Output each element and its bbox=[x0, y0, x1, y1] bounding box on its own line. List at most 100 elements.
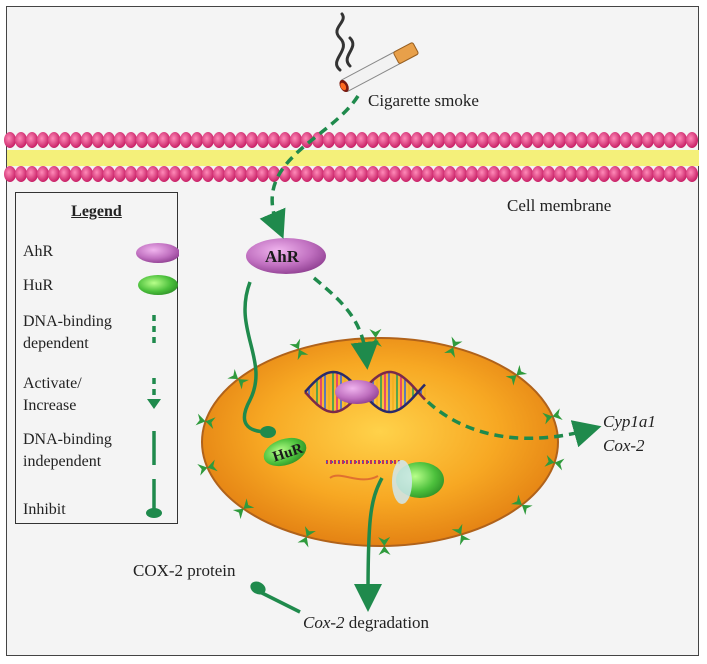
lipid-head bbox=[180, 166, 192, 182]
lipid-head bbox=[532, 132, 544, 148]
lipid-head bbox=[675, 166, 687, 182]
mrna-ribosome bbox=[326, 460, 444, 504]
legend-hur-symbol bbox=[138, 275, 178, 295]
lipid-head bbox=[367, 166, 379, 182]
lipid-head bbox=[268, 166, 280, 182]
lipid-head bbox=[301, 132, 313, 148]
lipid-head bbox=[455, 132, 467, 148]
legend-symbols bbox=[136, 243, 179, 518]
lipid-head bbox=[653, 132, 665, 148]
legend-activate-line1: Activate/ bbox=[23, 375, 82, 392]
lipid-head bbox=[213, 166, 225, 182]
inhibit-cap bbox=[250, 581, 266, 595]
legend-activate-line2: Increase bbox=[23, 397, 77, 414]
lipid-head bbox=[290, 166, 302, 182]
nuclear-pore bbox=[444, 336, 463, 358]
nuclear-pore bbox=[195, 413, 216, 430]
lipid-head bbox=[576, 166, 588, 182]
nuclear-pore bbox=[542, 408, 563, 425]
cox2-degradation-label: Cox-2 degradation bbox=[303, 613, 429, 633]
lipid-head bbox=[268, 132, 280, 148]
lipid-head bbox=[312, 166, 324, 182]
lipid-head bbox=[356, 132, 368, 148]
cell-membrane-label: Cell membrane bbox=[507, 196, 612, 215]
nuclear-pore bbox=[227, 368, 249, 390]
lipid-head bbox=[202, 166, 214, 182]
lipid-head bbox=[312, 132, 324, 148]
lipid-head bbox=[125, 132, 137, 148]
lipid-head bbox=[543, 166, 555, 182]
legend-arrowhead bbox=[147, 399, 161, 409]
lipid-head bbox=[587, 132, 599, 148]
lipid-head bbox=[345, 132, 357, 148]
lipid-head bbox=[664, 132, 676, 148]
legend-hur-label: HuR bbox=[23, 277, 54, 294]
lipid-head bbox=[510, 166, 522, 182]
inhibit-line bbox=[255, 588, 301, 614]
lipid-head bbox=[356, 166, 368, 182]
lipid-head bbox=[257, 132, 269, 148]
lipid-head bbox=[653, 166, 665, 182]
lipid-head bbox=[81, 132, 93, 148]
cyp1a1-label: Cyp1a1 bbox=[603, 412, 656, 431]
lipid-head bbox=[37, 132, 49, 148]
cox2-protein-label: COX-2 protein bbox=[133, 561, 236, 580]
lipid-head bbox=[620, 132, 632, 148]
lipid-head bbox=[81, 166, 93, 182]
lipid-head bbox=[114, 132, 126, 148]
lipid-head bbox=[169, 166, 181, 182]
lipid-head bbox=[246, 132, 258, 148]
lipid-head bbox=[411, 166, 423, 182]
lipid-head bbox=[521, 166, 533, 182]
lipid-head bbox=[257, 166, 269, 182]
lipid-head bbox=[26, 166, 38, 182]
lipid-head bbox=[477, 166, 489, 182]
lipid-head bbox=[26, 132, 38, 148]
nuclear-pore bbox=[511, 494, 533, 516]
lipid-head bbox=[378, 132, 390, 148]
lipid-head bbox=[598, 132, 610, 148]
ahr-on-dna bbox=[335, 380, 379, 404]
lipid-head bbox=[620, 166, 632, 182]
legend-ahr-label: AhR bbox=[23, 243, 54, 260]
legend-independent-line1: DNA-binding bbox=[23, 431, 112, 448]
lipid-head bbox=[642, 166, 654, 182]
ahr-to-hur-line bbox=[242, 281, 269, 434]
lipid-head bbox=[103, 132, 115, 148]
nuclear-pore bbox=[197, 459, 218, 476]
dna-to-genes-arrow bbox=[426, 400, 602, 448]
lipid-head bbox=[92, 132, 104, 148]
lipid-head bbox=[48, 132, 60, 148]
lipid-head bbox=[400, 166, 412, 182]
lipid-head bbox=[4, 166, 16, 182]
lipid-head bbox=[158, 166, 170, 182]
lipid-head bbox=[114, 166, 126, 182]
lipid-head bbox=[433, 166, 445, 182]
lipid-head bbox=[169, 132, 181, 148]
lipid-head bbox=[521, 132, 533, 148]
lipid-head bbox=[499, 132, 511, 148]
lipid-head bbox=[389, 166, 401, 182]
lipid-head bbox=[48, 166, 60, 182]
lipid-head bbox=[642, 132, 654, 148]
lipid-head bbox=[609, 132, 621, 148]
hur-cap bbox=[260, 426, 276, 438]
lipid-head bbox=[136, 132, 148, 148]
lipid-head bbox=[444, 132, 456, 148]
lipid-head bbox=[191, 132, 203, 148]
lipid-head bbox=[147, 166, 159, 182]
lipid-head bbox=[631, 166, 643, 182]
lipid-head bbox=[323, 166, 335, 182]
legend-title: Legend bbox=[71, 203, 122, 220]
legend-activate-label: Activate/Increase bbox=[23, 373, 82, 417]
lipid-head bbox=[598, 166, 610, 182]
nuclear-pore bbox=[369, 328, 382, 348]
legend-inhibit-label: Inhibit bbox=[23, 501, 66, 518]
nuclear-pore bbox=[451, 523, 471, 546]
lipid-head bbox=[191, 166, 203, 182]
lipid-head bbox=[554, 166, 566, 182]
cox2-gene-label: Cox-2 bbox=[603, 436, 645, 455]
